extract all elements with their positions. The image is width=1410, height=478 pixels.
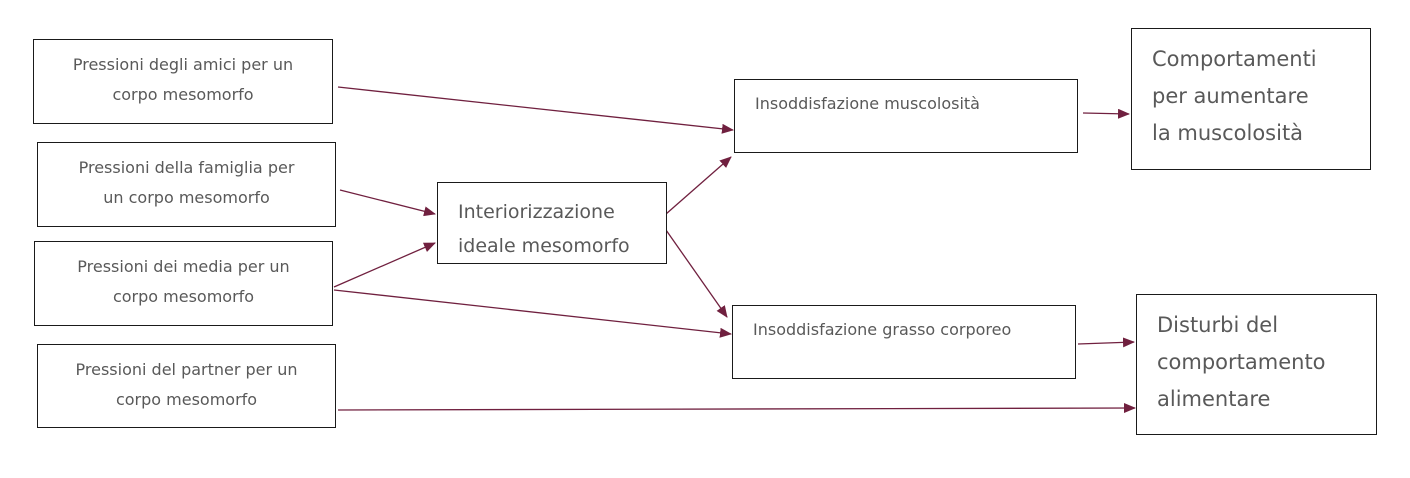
node-internalization-line-2: ideale mesomorfo (458, 235, 630, 257)
node-muscle-behaviors-line-3: la muscolosità (1152, 121, 1304, 145)
arrow-internalization-to-muscle-dissatisfaction (665, 156, 732, 215)
node-media-line-2: corpo mesomorfo (112, 287, 255, 306)
node-muscle-dissatisfaction: Insoddisfazione muscolosità (734, 79, 1078, 153)
node-fat-dissatisfaction: Insoddisfazione grasso corporeo (732, 305, 1076, 379)
node-friends-pressure: Pressioni degli amici per un corpo mesom… (33, 39, 333, 124)
node-partner-line-2: corpo mesomorfo (115, 390, 258, 409)
arrow-media-to-internalization (333, 242, 436, 288)
arrow-friends-to-muscle-dissatisfaction (337, 86, 734, 134)
node-family-line-2: un corpo mesomorfo (103, 188, 270, 207)
arrow-family-to-internalization (339, 189, 436, 217)
node-media-line-1: Pressioni dei media per un (77, 257, 290, 276)
node-eating-disorders-line-1: Disturbi del (1157, 313, 1279, 337)
arrow-internalization-to-fat-dissatisfaction (665, 229, 728, 318)
node-media-pressure: Pressioni dei media per un corpo mesomor… (34, 241, 333, 326)
node-muscle-behaviors-line-1: Comportamenti (1152, 47, 1317, 71)
node-muscle-dissatisfaction-label: Insoddisfazione muscolosità (755, 94, 980, 113)
node-muscle-behaviors-line-2: per aumentare (1152, 84, 1309, 108)
node-friends-line-1: Pressioni degli amici per un (72, 55, 294, 74)
arrow-partner-to-eating-disorders (337, 403, 1136, 414)
node-family-pressure: Pressioni della famiglia per un corpo me… (37, 142, 336, 227)
node-eating-disorders: Disturbi del comportamento alimentare (1136, 294, 1377, 435)
node-family-line-1: Pressioni della famiglia per (78, 158, 295, 177)
node-eating-disorders-line-3: alimentare (1157, 387, 1271, 411)
node-muscle-behaviors: Comportamenti per aumentare la muscolosi… (1131, 28, 1371, 170)
arrow-muscle-dissatisfaction-to-behaviors (1082, 108, 1130, 119)
node-fat-dissatisfaction-label: Insoddisfazione grasso corporeo (753, 320, 1012, 339)
node-internalization-line-1: Interiorizzazione (458, 201, 615, 223)
node-eating-disorders-line-2: comportamento (1157, 350, 1326, 374)
node-partner-pressure: Pressioni del partner per un corpo mesom… (37, 344, 336, 428)
arrow-media-to-fat-dissatisfaction (333, 289, 732, 338)
arrow-fat-dissatisfaction-to-eating-disorders (1077, 337, 1135, 348)
node-partner-line-1: Pressioni del partner per un (75, 360, 298, 379)
node-friends-line-2: corpo mesomorfo (112, 85, 254, 104)
node-internalization: Interiorizzazione ideale mesomorfo (437, 182, 667, 264)
